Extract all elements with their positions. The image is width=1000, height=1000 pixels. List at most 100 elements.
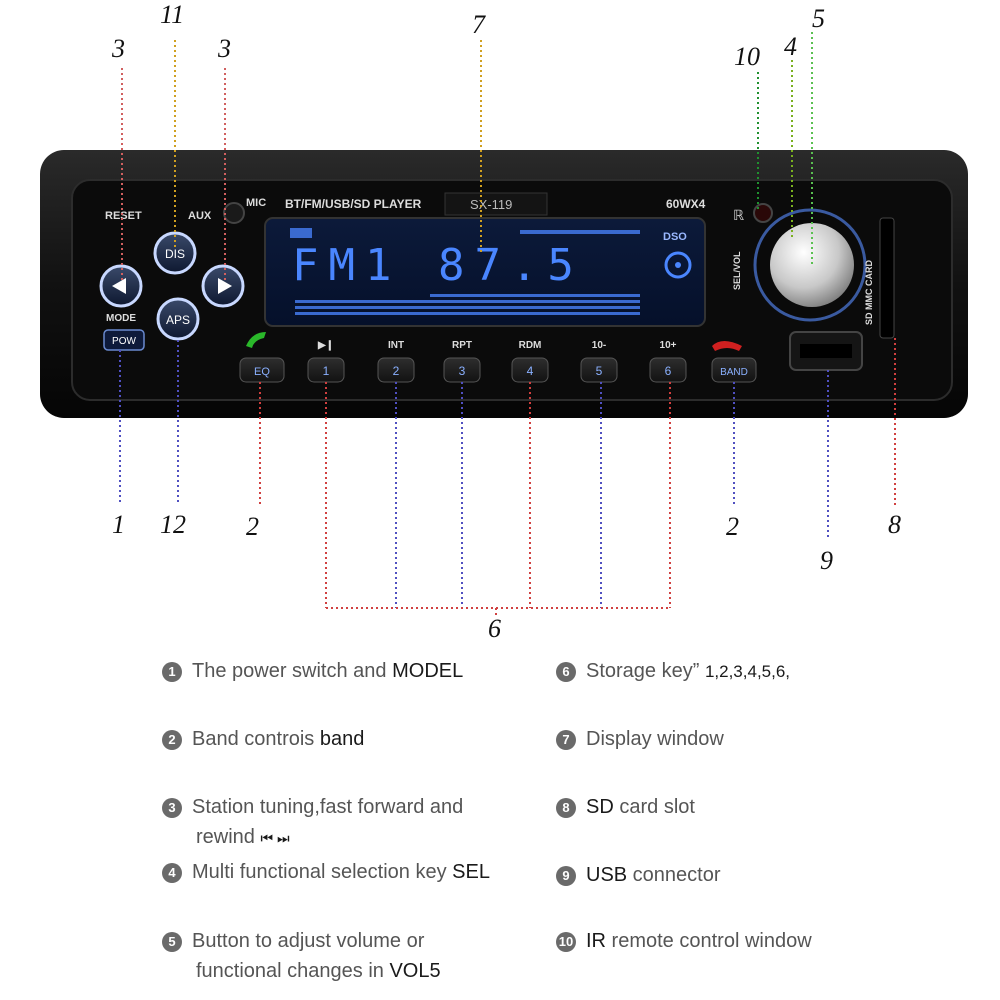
eq-button[interactable] <box>239 357 285 383</box>
legend-item-2: 2 Band controis band <box>162 724 364 754</box>
aps-label: APS <box>166 313 190 327</box>
legend-number: 6 <box>556 662 576 682</box>
legend-bold: ⏮ ⏭ <box>260 830 290 846</box>
call-icon <box>246 332 266 348</box>
preset-key-5-button[interactable] <box>580 357 618 383</box>
preset-key-function-label: ▶❙ <box>317 340 334 351</box>
car-stereo-diagram: RESET AUX MIC BT/FM/USB/SD PLAYER SX-119… <box>40 32 968 615</box>
preset-key-number: 5 <box>596 364 603 378</box>
legend-number: 9 <box>556 866 576 886</box>
legend-number: 10 <box>556 932 576 952</box>
legend-item-8: 8 SD card slot <box>556 792 695 822</box>
callout-2-right: 2 <box>726 512 739 541</box>
disc-icon <box>664 251 692 279</box>
legend-text: remote control window <box>606 930 812 952</box>
aux-jack[interactable] <box>223 202 245 224</box>
model-label: SX-119 <box>470 197 512 212</box>
power-label: 60WX4 <box>666 197 706 211</box>
legend-bold: band <box>319 728 365 750</box>
callout-4: 4 <box>784 32 797 61</box>
callout-9: 9 <box>820 546 833 575</box>
legend-item-1: 1 The power switch and MODEL <box>162 656 463 686</box>
eq-label: EQ <box>254 366 270 378</box>
legend-text-line2: functional changes in <box>196 960 390 982</box>
legend-number: 3 <box>162 798 182 818</box>
dis-label: DIS <box>165 247 185 261</box>
callout-2-left: 2 <box>246 512 259 541</box>
callout-5: 5 <box>812 4 825 33</box>
mode-label: MODE <box>106 313 136 324</box>
disc-center-icon <box>675 262 681 268</box>
preset-key-number: 1 <box>323 364 330 378</box>
legend-item-5: 5 Button to adjust volume or functional c… <box>162 926 441 986</box>
legend-number: 1 <box>162 662 182 682</box>
legend-bold: USB <box>586 864 628 886</box>
preset-key-function-label: RPT <box>452 340 472 351</box>
brand-line: BT/FM/USB/SD PLAYER <box>285 197 422 211</box>
sd-card-label: SD MMC CARD <box>864 260 874 325</box>
equalizer-bars <box>295 230 640 315</box>
preset-key-function-label: 10+ <box>660 340 677 351</box>
aps-button[interactable] <box>156 297 200 341</box>
legend-text: card slot <box>613 796 695 818</box>
callout-7: 7 <box>472 10 485 39</box>
legend-number: 7 <box>556 730 576 750</box>
preset-key-6-button[interactable] <box>649 357 687 383</box>
dis-button[interactable] <box>153 231 197 275</box>
callout-11: 11 <box>160 0 185 29</box>
model-plate <box>444 192 548 216</box>
legend-bold: IR <box>586 930 606 952</box>
preset-key-function-label: RDM <box>519 340 542 351</box>
leader-lines <box>119 32 896 615</box>
right-arrow-icon <box>218 278 232 294</box>
display-text: FM1 87.5 <box>292 240 584 291</box>
ir-window <box>753 203 773 223</box>
legend-text: Station tuning,fast forward and <box>192 796 464 818</box>
legend-bold: MODEL <box>392 660 464 682</box>
callout-3-left: 3 <box>112 34 125 63</box>
legend-bold: SEL <box>452 861 490 883</box>
legend-item-7: 7 Display window <box>556 724 724 754</box>
legend-text-line2: rewind <box>196 826 261 848</box>
callout-3-right: 3 <box>218 34 231 63</box>
legend-bold: SD <box>586 796 614 818</box>
legend-number: 2 <box>162 730 182 750</box>
preset-key-number: 3 <box>459 364 466 378</box>
legend-number: 8 <box>556 798 576 818</box>
left-arrow-icon <box>112 278 126 294</box>
legend-text: connector <box>627 864 721 886</box>
sd-card-slot[interactable] <box>879 217 895 339</box>
preset-key-function-label: INT <box>388 340 404 351</box>
legend: 1 The power switch and MODEL 2 Band contro… <box>0 650 1000 1000</box>
legend-text: Storage key” <box>586 660 705 682</box>
preset-keys: ▶❙ 1 INT 2 RPT 3 RDM 4 10- 5 10+ 6 <box>307 340 687 383</box>
legend-text: Display window <box>586 728 724 750</box>
legend-item-10: 10 IR remote control window <box>556 926 812 956</box>
legend-text: Band controis <box>192 728 320 750</box>
label-mic: MIC <box>246 197 266 209</box>
display-badge: DSO <box>663 231 687 243</box>
legend-text: The power switch and <box>192 660 393 682</box>
callout-12: 12 <box>160 510 186 539</box>
preset-key-number: 6 <box>665 364 672 378</box>
callout-10: 10 <box>734 42 760 71</box>
sel-vol-label: SEL/VOL <box>732 251 742 290</box>
pow-button[interactable] <box>103 329 145 351</box>
label-aux: AUX <box>188 210 212 222</box>
preset-key-number: 4 <box>527 364 534 378</box>
band-label: BAND <box>720 367 748 378</box>
pow-label: POW <box>112 336 136 347</box>
volume-knob[interactable] <box>770 223 854 307</box>
preset-key-number: 2 <box>393 364 400 378</box>
legend-number: 5 <box>162 932 182 952</box>
display-indicator-icon <box>290 228 312 238</box>
legend-text: Button to adjust volume or <box>192 930 425 952</box>
callout-6: 6 <box>488 614 501 643</box>
ir-icon: ℝ <box>733 208 745 224</box>
legend-number: 4 <box>162 863 182 883</box>
preset-key-function-label: 10- <box>592 340 606 351</box>
callout-8: 8 <box>888 510 901 539</box>
